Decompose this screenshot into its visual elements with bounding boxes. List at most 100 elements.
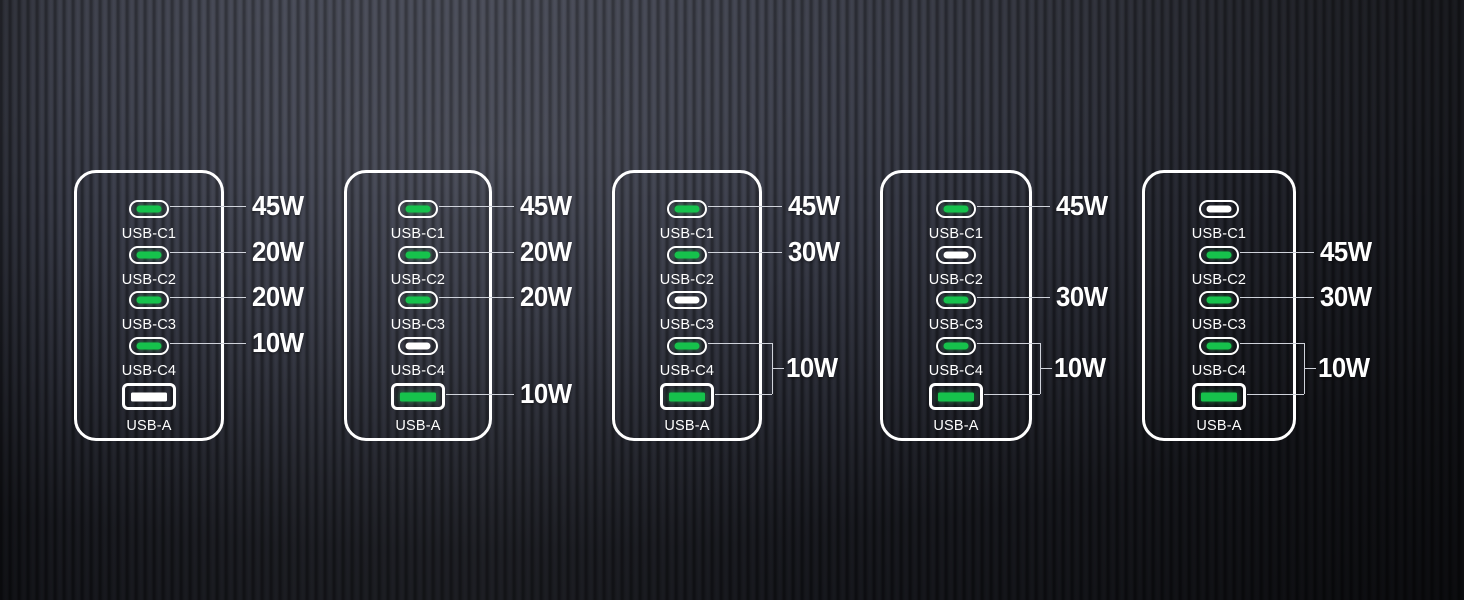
port-contact-bar (1206, 251, 1232, 259)
port-contact-bar (943, 251, 969, 259)
port-row-usb-c3: USB-C3 (1145, 291, 1293, 334)
port-contact-bar (943, 205, 969, 213)
port-row-usb-c1: USB-C1 (77, 200, 221, 243)
port-label: USB-C2 (659, 272, 715, 288)
leader-line-usb-c1 (708, 206, 782, 207)
usb-c-port-icon-5-1 (1199, 200, 1239, 218)
wattage-label: 45W (520, 190, 572, 221)
leader-line-usb-c3 (439, 297, 514, 298)
port-label: USB-C1 (928, 226, 984, 242)
usb-a-port-icon-4-5 (929, 383, 983, 410)
port-row-usb-c2: USB-C2 (347, 246, 489, 289)
port-label: USB-C1 (390, 226, 446, 242)
port-label: USB-C2 (928, 272, 984, 288)
port-contact-bar (1206, 342, 1232, 350)
wattage-label-shared: 10W (1318, 352, 1370, 384)
port-row-usb-c3: USB-C3 (347, 291, 489, 334)
wattage-label: 20W (252, 236, 304, 267)
wattage-label-shared: 10W (1054, 352, 1106, 384)
usb-c-port-icon-2-2 (398, 246, 438, 264)
port-label: USB-C1 (1191, 226, 1247, 242)
usb-c-port-icon-2-3 (398, 291, 438, 309)
port-row-usb-c4: USB-C4 (615, 337, 759, 380)
port-contact-bar (405, 342, 431, 350)
wattage-label: 30W (1056, 281, 1108, 312)
usb-c-port-icon-1-4 (129, 337, 169, 355)
port-row-usb-a: USB-A (615, 383, 759, 435)
wattage-label: 30W (788, 236, 840, 267)
port-contact-bar (1206, 296, 1232, 304)
port-label: USB-C2 (1191, 272, 1247, 288)
wattage-label: 10W (252, 327, 304, 358)
port-contact-bar (405, 205, 431, 213)
port-label: USB-A (933, 418, 979, 434)
port-contact-bar (674, 342, 700, 350)
port-label: USB-A (1196, 418, 1242, 434)
usb-c-port-icon-3-2 (667, 246, 707, 264)
wattage-label-shared: 10W (786, 352, 838, 384)
wattage-label: 20W (520, 281, 572, 312)
leader-line-usb-c1 (977, 206, 1050, 207)
port-label: USB-C4 (928, 363, 984, 379)
usb-a-port-icon-1-5 (122, 383, 176, 410)
port-contact-bar (136, 205, 162, 213)
wattage-label: 20W (252, 281, 304, 312)
wattage-label: 10W (520, 377, 572, 409)
port-contact-bar (669, 392, 705, 401)
port-label: USB-C4 (659, 363, 715, 379)
leader-line-usb-c3 (1240, 297, 1314, 298)
port-contact-bar (136, 342, 162, 350)
port-contact-bar (1201, 392, 1237, 401)
port-contact-bar (938, 392, 974, 401)
port-row-usb-c3: USB-C3 (883, 291, 1029, 334)
port-row-usb-a: USB-A (77, 383, 221, 435)
usb-a-port-icon-2-5 (391, 383, 445, 410)
usb-c-port-icon-4-2 (936, 246, 976, 264)
leader-line-usb-c4 (170, 343, 246, 344)
port-contact-bar (674, 251, 700, 259)
port-label: USB-C4 (390, 363, 446, 379)
usb-c-port-icon-5-2 (1199, 246, 1239, 264)
usb-c-port-icon-4-1 (936, 200, 976, 218)
port-row-usb-c2: USB-C2 (883, 246, 1029, 289)
port-label: USB-C3 (121, 317, 177, 333)
usb-c-port-icon-4-4 (936, 337, 976, 355)
leader-line-usb-c1 (439, 206, 514, 207)
port-row-usb-c1: USB-C1 (883, 200, 1029, 243)
leader-line-usb-c2 (170, 252, 246, 253)
port-label: USB-A (126, 418, 172, 434)
port-label: USB-C2 (121, 272, 177, 288)
port-contact-bar (131, 392, 167, 401)
port-label: USB-C3 (928, 317, 984, 333)
port-row-usb-c1: USB-C1 (1145, 200, 1293, 243)
leader-line-usb-a (446, 393, 514, 395)
port-row-usb-c4: USB-C4 (347, 337, 489, 380)
usb-c-port-icon-1-3 (129, 291, 169, 309)
leader-line-usb-c2 (439, 252, 514, 253)
usb-c-port-icon-1-1 (129, 200, 169, 218)
wattage-label: 30W (1320, 281, 1372, 312)
port-row-usb-c1: USB-C1 (615, 200, 759, 243)
port-contact-bar (136, 296, 162, 304)
port-row-usb-c3: USB-C3 (615, 291, 759, 334)
port-contact-bar (943, 342, 969, 350)
leader-line-usb-c1 (170, 206, 246, 207)
usb-c-port-icon-4-3 (936, 291, 976, 309)
port-row-usb-c4: USB-C4 (883, 337, 1029, 380)
port-row-usb-c2: USB-C2 (615, 246, 759, 289)
port-contact-bar (405, 296, 431, 304)
port-row-usb-a: USB-A (883, 383, 1029, 435)
usb-c-port-icon-1-2 (129, 246, 169, 264)
usb-a-port-icon-5-5 (1192, 383, 1246, 410)
port-contact-bar (400, 392, 436, 401)
port-contact-bar (674, 296, 700, 304)
wattage-label: 45W (1056, 190, 1108, 221)
usb-c-port-icon-3-3 (667, 291, 707, 309)
usb-c-port-icon-3-1 (667, 200, 707, 218)
port-row-usb-c4: USB-C4 (77, 337, 221, 380)
leader-line-usb-c2 (708, 252, 782, 253)
port-label: USB-C1 (659, 226, 715, 242)
leader-line-usb-c3 (977, 297, 1050, 298)
usb-c-port-icon-5-4 (1199, 337, 1239, 355)
